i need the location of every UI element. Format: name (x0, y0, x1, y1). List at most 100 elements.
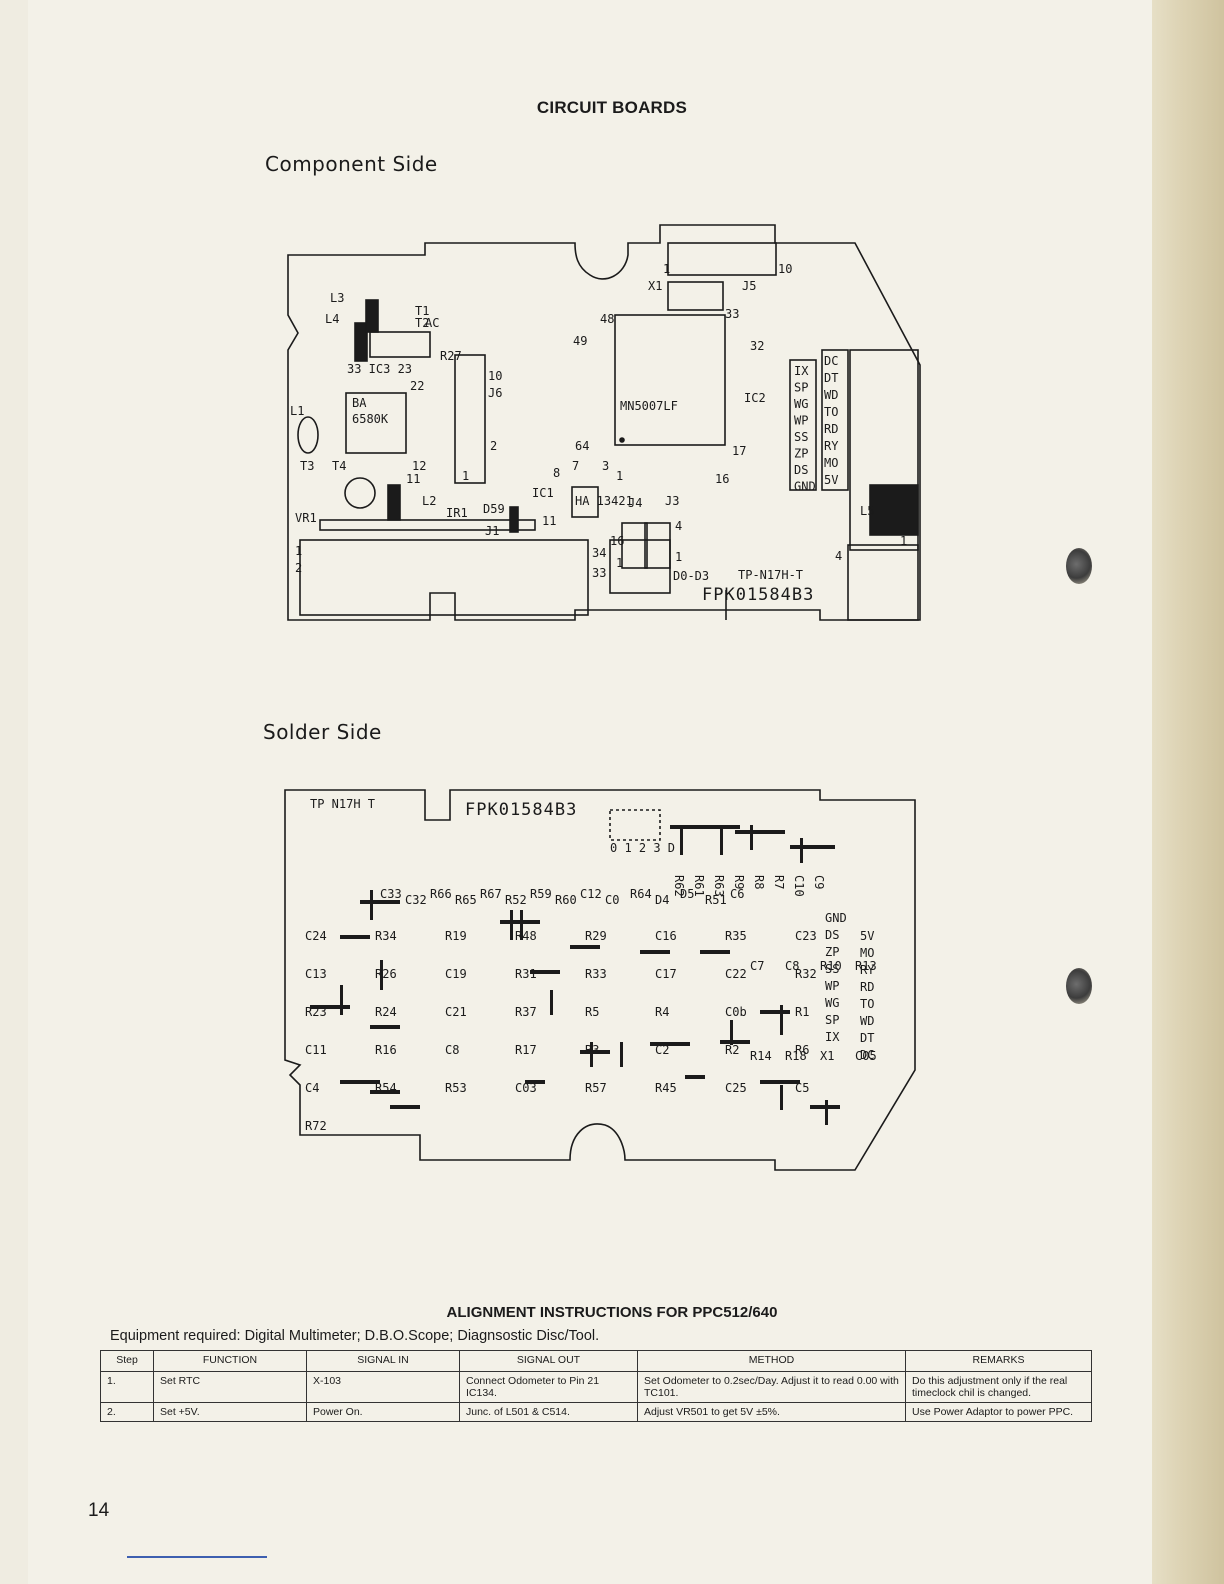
label-T4: T4 (332, 459, 346, 473)
solder-ref-label: C19 (445, 967, 467, 981)
footer-rule (127, 1556, 267, 1558)
label-T3: T3 (300, 459, 314, 473)
solder-ref-label: C7 (750, 959, 764, 973)
cell-step: 1. (100, 1371, 154, 1403)
cell-signal-out: Junc. of L501 & C514. (459, 1402, 638, 1422)
page-number: 14 (88, 1500, 110, 1521)
label-16: 16 (715, 472, 729, 486)
solder-ref-label: R53 (445, 1081, 467, 1095)
solder-ref-label: R45 (655, 1081, 677, 1095)
solder-ref-label: R60 (555, 893, 577, 907)
label-L3: L3 (330, 291, 344, 305)
connector-pin-label: DS (794, 463, 808, 477)
solder-trace (570, 945, 600, 949)
solder-pin-label: MO (860, 946, 874, 960)
solder-lead (340, 985, 343, 1015)
label-7: 7 (572, 459, 579, 473)
solder-label-TP: TP N17H T (310, 797, 375, 811)
solder-ref-label: R3 (585, 1043, 599, 1057)
label-right-1: 1 (900, 534, 907, 548)
header-function: FUNCTION (153, 1350, 307, 1372)
label-22: 22 (410, 379, 424, 393)
label-j5-10: 10 (778, 262, 792, 276)
header-signal-out: SIGNAL OUT (459, 1350, 638, 1372)
solder-lead (620, 1042, 623, 1067)
solder-lead (550, 990, 553, 1015)
solder-trace (685, 1075, 705, 1079)
solder-ref-label: R62 (672, 875, 686, 897)
solder-trace (525, 1080, 545, 1084)
solder-ref-label: R32 (795, 967, 817, 981)
label-IR1: IR1 (446, 506, 468, 520)
solder-ref-label: C32 (405, 893, 427, 907)
solder-ref-label: R37 (515, 1005, 537, 1019)
label-j6-2: 2 (490, 439, 497, 453)
label-ic1-11: 11 (542, 514, 556, 528)
header-method: METHOD (637, 1350, 906, 1372)
label-12: 12 (412, 459, 426, 473)
label-J5: J5 (742, 279, 756, 293)
solder-pin-label: DS (825, 928, 839, 942)
solder-lead (750, 825, 753, 850)
solder-ref-label: R17 (515, 1043, 537, 1057)
solder-ref-label: X1 (820, 1049, 834, 1063)
header-signal-in: SIGNAL IN (306, 1350, 460, 1372)
solder-ref-label: R16 (375, 1043, 397, 1057)
solder-ref-label: C11 (305, 1043, 327, 1057)
table-row: 2. Set +5V. Power On. Junc. of L501 & C5… (100, 1402, 1092, 1422)
solder-lead (780, 1085, 783, 1110)
connector-pin-label: SP (794, 381, 808, 395)
label-IC1: IC1 (532, 486, 554, 500)
equipment-required: Equipment required: Digital Multimeter; … (110, 1328, 600, 1344)
solder-ref-label: R51 (705, 893, 727, 907)
solder-trace (370, 1025, 400, 1029)
solder-trace (530, 970, 560, 974)
label-17: 17 (732, 444, 746, 458)
solder-pin-label: 5V (860, 929, 874, 943)
solder-ref-label: R14 (750, 1049, 772, 1063)
solder-ref-label: C33 (380, 887, 402, 901)
label-T1: T1 (415, 304, 429, 318)
solder-ref-label: R48 (515, 929, 537, 943)
label-AC: AC (425, 316, 439, 330)
solder-ref-label: C2 (655, 1043, 669, 1057)
cell-signal-in: Power On. (306, 1402, 460, 1422)
solder-ref-label: R6 (795, 1043, 809, 1057)
connector-pin-label: SS (794, 430, 808, 444)
label-R27: R27 (440, 349, 462, 363)
label-33: 33 (725, 307, 739, 321)
solder-ref-label: R1 (795, 1005, 809, 1019)
solder-pin-label: SP (825, 1013, 839, 1027)
solder-ref-label: C12 (580, 887, 602, 901)
solder-ref-label: C03 (515, 1081, 537, 1095)
connector-pin-label: IX (794, 364, 809, 378)
solder-ref-label: R5 (585, 1005, 599, 1019)
cell-signal-in: X-103 (306, 1371, 460, 1403)
solder-ref-label: R24 (375, 1005, 397, 1019)
label-3: 3 (602, 459, 609, 473)
solder-pin-label: RY (860, 963, 875, 977)
alignment-table: Step FUNCTION SIGNAL IN SIGNAL OUT METHO… (100, 1350, 1092, 1422)
solder-pin-label: WG (825, 996, 839, 1010)
solder-ref-label: D5 (680, 887, 694, 901)
label-D0-D3: D0-D3 (673, 569, 709, 583)
header-step: Step (100, 1350, 154, 1372)
label-48: 48 (600, 312, 614, 326)
connector-pin-label: WG (794, 397, 808, 411)
solder-ref-label: R59 (530, 887, 552, 901)
label-T2: T2 (415, 316, 429, 330)
label-J1: J1 (485, 524, 499, 538)
connector-pin-label: ZP (794, 447, 808, 461)
label-J3: J3 (665, 494, 679, 508)
solder-trace (640, 950, 670, 954)
solder-ref-label: C16 (655, 929, 677, 943)
cell-method: Set Odometer to 0.2sec/Day. Adjust it to… (637, 1371, 906, 1403)
table-row: 1. Set RTC X-103 Connect Odometer to Pin… (100, 1371, 1092, 1403)
cell-function: Set +5V. (153, 1402, 307, 1422)
solder-lead (680, 825, 683, 855)
solder-ref-label: C17 (655, 967, 677, 981)
solder-lead (520, 910, 523, 940)
alignment-title: ALIGNMENT INSTRUCTIONS FOR PPC512/640 (446, 1304, 778, 1321)
solder-ref-label: C8 (445, 1043, 459, 1057)
